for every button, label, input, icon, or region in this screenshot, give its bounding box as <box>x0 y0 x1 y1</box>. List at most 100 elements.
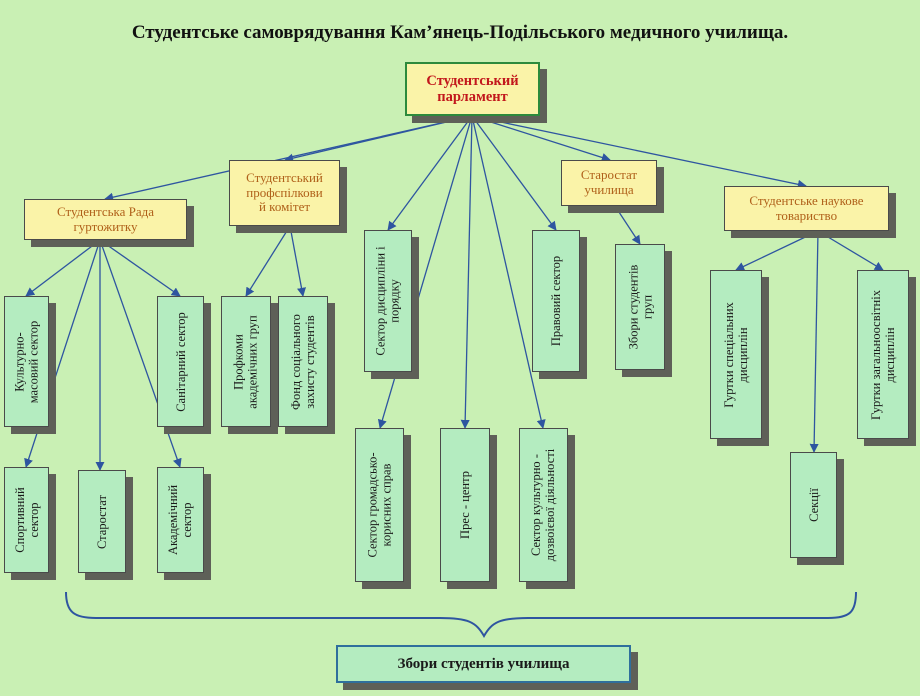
node-label-line: Старостат <box>95 494 109 549</box>
node-label: Санітарний сектор <box>174 312 188 412</box>
node-label-line: Студентський <box>246 170 323 186</box>
node-label: Правовий сектор <box>549 256 563 346</box>
connector-arrow <box>460 115 473 429</box>
node-label-line: Спортивний <box>12 487 27 553</box>
node-label-line: Санітарний сектор <box>173 311 188 412</box>
node-label-line: Правовий сектор <box>549 255 564 347</box>
node-label: Культурно-масовий сектор <box>13 320 41 403</box>
node-label-line: Фонд соціального <box>289 313 303 410</box>
node-label-line: Студентське наукове <box>749 192 864 208</box>
node-sanitary-sector: Санітарний сектор <box>157 296 204 427</box>
node-label-line: гуртожитку <box>73 218 138 234</box>
node-label: Збори студентів училища <box>398 656 570 673</box>
connector-arrow <box>387 115 473 231</box>
node-label-line: Гуртки спеціальних <box>722 301 737 408</box>
node-label-line: захисту студентів <box>303 314 317 409</box>
node-legal-sector: Правовий сектор <box>532 230 580 372</box>
node-label-line: училища <box>584 182 634 197</box>
connector-arrow <box>471 115 546 429</box>
node-label-line: порядку <box>388 279 403 323</box>
node-label-line: Профкоми <box>232 333 246 390</box>
connector-arrow <box>471 115 807 189</box>
node-label-line: Сектор громадсько- <box>365 452 380 558</box>
node-label-line: дисциплін <box>883 326 898 383</box>
node-label-line: груп <box>640 294 654 320</box>
node-label-line: Академічний <box>166 484 181 556</box>
connector-arrow <box>284 115 473 163</box>
node-label-line: дозвоієвої діяльності <box>543 448 558 562</box>
connector-arrow <box>245 225 291 297</box>
connector-arrow <box>817 230 884 271</box>
node-label-line: дисциплін <box>736 326 751 383</box>
node-label-line: Секції <box>806 488 821 522</box>
node-label-line: Сектор дисципліни і <box>374 246 389 356</box>
node-label-line: академічних груп <box>246 314 260 409</box>
node-label-line: товариство <box>775 207 838 223</box>
node-student-assembly: Збори студентів училища <box>336 645 631 683</box>
node-culture-sector: Культурно-масовий сектор <box>4 296 49 427</box>
connector-arrow <box>377 115 473 429</box>
node-starostat: Старостат <box>78 470 126 573</box>
node-sections: Секції <box>790 452 837 558</box>
node-label-line: Сектор культурно - <box>529 454 544 556</box>
node-leisure-sector: Сектор культурно -дозвоієвої діяльності <box>519 428 568 582</box>
node-label-line: Студентський <box>426 72 519 89</box>
node-label-line: масовий сектор <box>26 320 41 403</box>
node-press-center: Прес - центр <box>440 428 490 582</box>
connector-arrow <box>614 205 641 245</box>
node-label-line: й комітет <box>258 199 311 215</box>
node-label-line: Старостат <box>580 167 638 183</box>
node-public-works-sector: Сектор громадсько-корисних справ <box>355 428 404 582</box>
node-label-line: корисних справ <box>379 463 394 547</box>
node-label-line: Гуртки загальноосвітніх <box>869 289 884 420</box>
node-label-line: Культурно- <box>12 331 27 392</box>
diagram-title: Студентське самоврядування Кам’янець-Под… <box>131 22 789 43</box>
node-label: Сектор культурно -дозвоієвої діяльності <box>530 449 558 561</box>
node-label-line: Збори студентів <box>626 264 640 350</box>
node-label-line: Студентська Рада <box>56 203 155 219</box>
connector-arrow <box>471 115 611 162</box>
connector-arrow <box>735 230 819 271</box>
connector-arrow <box>24 239 101 468</box>
connector-arrow <box>809 230 819 453</box>
connector-arrow <box>99 239 181 297</box>
node-label-line: Прес - центр <box>458 471 473 539</box>
node-label-line: Збори студентів училища <box>397 655 570 672</box>
node-label-line: профспілкови <box>246 184 323 200</box>
node-label: Прес - центр <box>458 471 472 539</box>
node-label: Сектор громадсько-корисних справ <box>366 452 394 557</box>
node-label: Старостат <box>95 495 109 549</box>
node-label-line: сектор <box>180 502 195 538</box>
connector-arrow <box>99 239 182 468</box>
node-label-line: парламент <box>437 89 508 105</box>
connector-arrow <box>289 225 306 297</box>
node-label-line: сектор <box>26 502 41 538</box>
connector-arrow <box>25 239 101 297</box>
node-label: Секції <box>807 488 821 522</box>
connector-arrow <box>471 115 557 231</box>
curly-brace <box>65 591 857 639</box>
